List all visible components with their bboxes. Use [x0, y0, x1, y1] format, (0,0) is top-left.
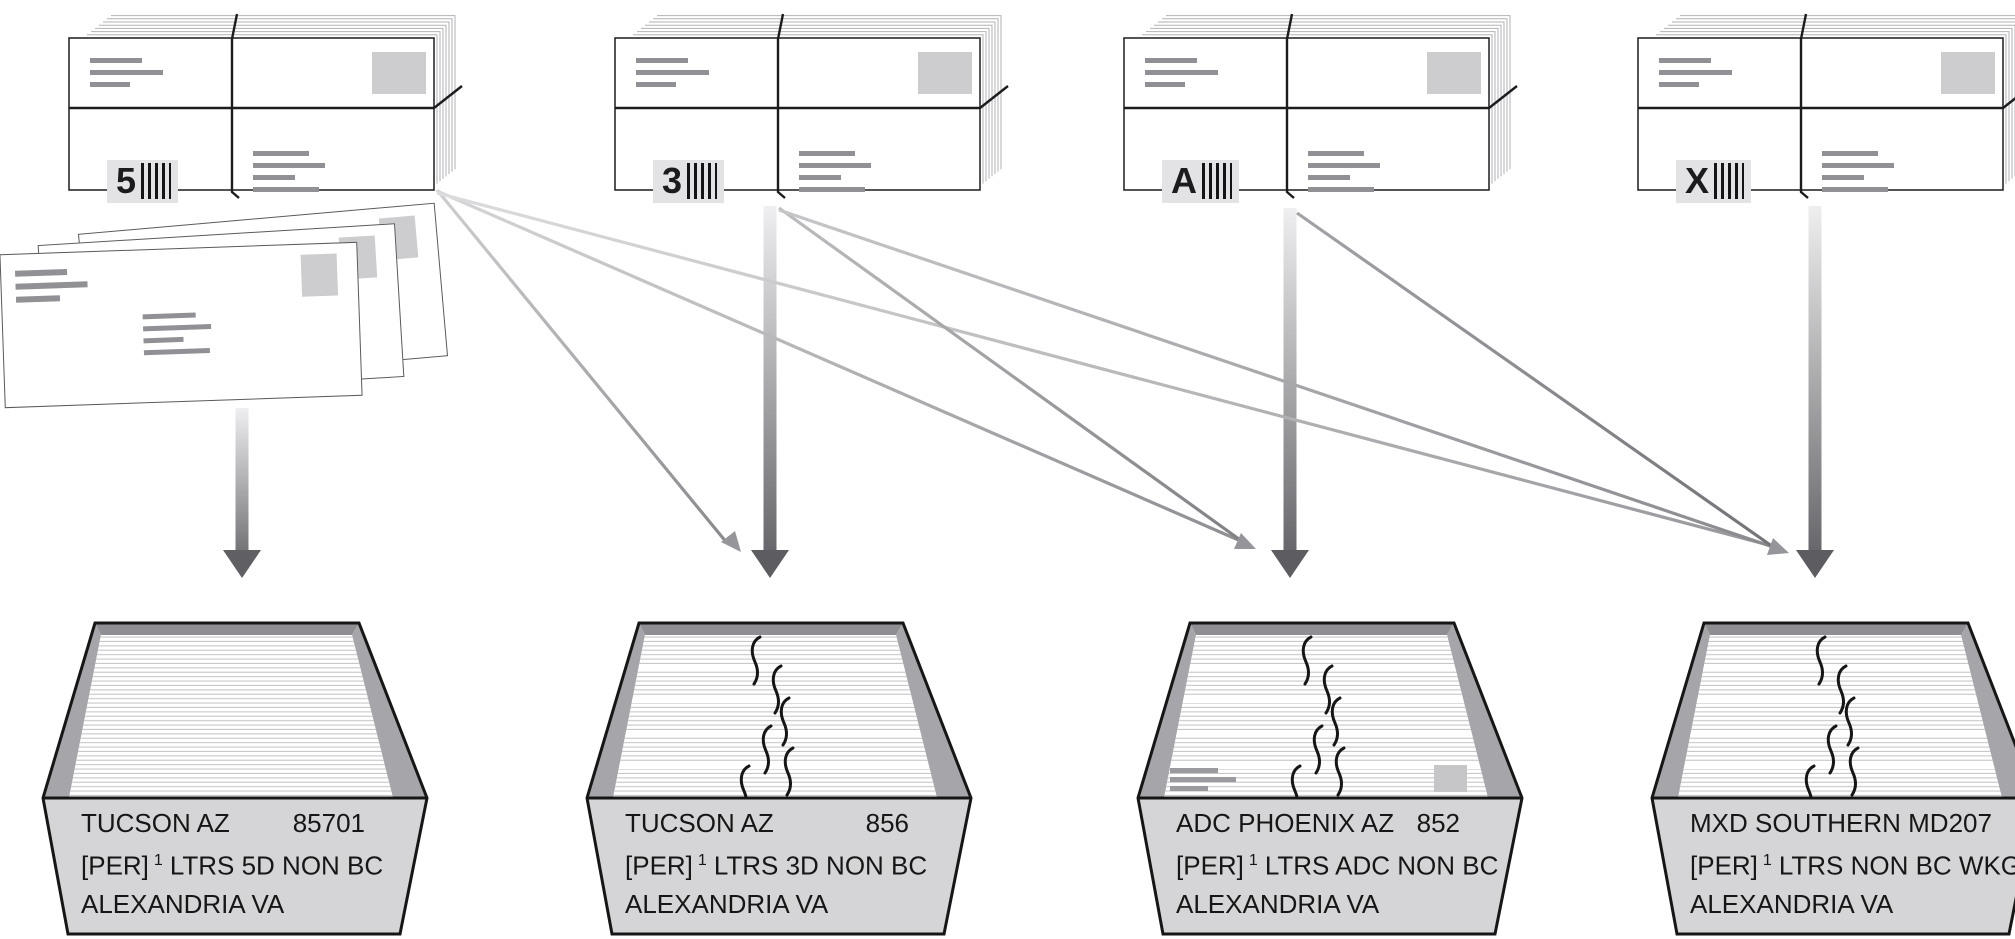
- string-vertical: [1799, 13, 1809, 199]
- tray-front-face: [1652, 798, 2015, 934]
- tray-zip: 85701: [292, 808, 365, 838]
- tray-art: [1136, 621, 1524, 936]
- bundle-strings: [1804, 635, 1860, 815]
- tray-art: [585, 621, 973, 936]
- loose-envelopes: [0, 202, 450, 432]
- tray-label-line1: ADC PHOENIX AZ 852: [1176, 804, 1460, 842]
- tray-destination: MXD SOUTHERN MD: [1690, 808, 1949, 838]
- string-horizontal: [615, 85, 1009, 110]
- line-bundle3-to-tray3: [778, 206, 1244, 544]
- tray-label-line3: ALEXANDRIA VA: [81, 888, 285, 919]
- address-lines: [90, 58, 163, 94]
- arrow-letters-to-tray1: [223, 408, 261, 578]
- bundle-label-char: 5: [116, 160, 137, 201]
- line-bundle5-to-tray4: [436, 191, 1777, 549]
- tray-label-line1: TUCSON AZ 856: [625, 804, 909, 842]
- arrow-bundleadc-to-tray3: [1271, 208, 1309, 578]
- tray-destination: TUCSON AZ: [625, 808, 774, 838]
- string-horizontal: [1638, 97, 2015, 110]
- tray-front-face: [587, 798, 971, 934]
- tray-zip: 207: [1948, 808, 1992, 838]
- barcode-icon: [1202, 163, 1232, 199]
- tray-label-line1: MXD SOUTHERN MD 207: [1690, 804, 1992, 842]
- bundle-label: A: [1162, 160, 1239, 203]
- bundled-letters-stack: [1678, 635, 2002, 798]
- arrow-bundlemixed-to-tray4: [1796, 206, 1834, 578]
- bundle-label-char: 3: [662, 160, 683, 201]
- cross-sort-lines: [435, 188, 1777, 551]
- bundle-strings: [1290, 635, 1346, 815]
- line-bundle3-to-tray4: [778, 208, 1777, 550]
- stamp-icon: [918, 52, 972, 94]
- bundle-label: X: [1676, 160, 1752, 203]
- tray-front-face: [1138, 798, 1522, 934]
- tray-label-line3: ALEXANDRIA VA: [1690, 888, 1894, 919]
- arrow-bundle3digit-to-tray2: [751, 206, 789, 578]
- loose-letters-stack: [69, 635, 393, 798]
- small-arrowhead-tray2: [721, 531, 741, 552]
- address-lines: [1308, 151, 1380, 199]
- small-arrowhead-tray3: [1234, 533, 1256, 549]
- string-vertical: [1285, 13, 1295, 199]
- address-lines: [253, 151, 325, 199]
- string-horizontal: [69, 85, 463, 110]
- bundle-label-char: X: [1685, 160, 1710, 201]
- bundle-3digit: 3: [609, 8, 1039, 208]
- barcode-icon: [141, 163, 172, 199]
- bundled-letters-stack: [613, 635, 937, 798]
- tray-art: [1650, 621, 2015, 936]
- tray-label-line1: TUCSON AZ 85701: [81, 804, 365, 842]
- line-bundleA-to-tray4: [1296, 211, 1777, 551]
- return-address-lines: [15, 268, 88, 309]
- delivery-address-lines: [142, 312, 213, 362]
- tray-art: [41, 621, 429, 936]
- bundle-label: 5: [107, 160, 179, 203]
- line-bundle5-to-tray3: [436, 189, 1244, 544]
- address-lines: [1145, 58, 1218, 94]
- address-lines: [799, 151, 871, 199]
- tray-destination: TUCSON AZ: [81, 808, 230, 838]
- barcode-icon: [687, 163, 718, 199]
- line-bundle5-to-tray2: [435, 188, 729, 545]
- stamp-icon: [300, 253, 339, 297]
- tray-label-line3: ALEXANDRIA VA: [625, 888, 829, 919]
- stamp-icon: [1941, 52, 1995, 94]
- string-vertical: [230, 13, 240, 199]
- address-lines: [1822, 151, 1894, 199]
- stamp-icon: [1434, 765, 1467, 792]
- tray-destination: ADC PHOENIX AZ: [1176, 808, 1395, 838]
- string-vertical: [776, 13, 786, 199]
- visible-letter-markings: [1170, 765, 1467, 792]
- tray-zip: 856: [865, 808, 909, 838]
- bundle-5digit: 5: [63, 8, 493, 208]
- tray-zip: 852: [1416, 808, 1460, 838]
- barcode-icon: [1714, 163, 1745, 199]
- address-lines: [636, 58, 709, 94]
- bundle-adc: A: [1118, 8, 1548, 208]
- bundle-mixed: X: [1632, 8, 2015, 208]
- stamp-icon: [1427, 52, 1481, 94]
- tray-front-face: [43, 798, 427, 934]
- envelope: [0, 241, 363, 409]
- address-lines: [1659, 58, 1732, 94]
- string-horizontal: [1124, 85, 1518, 110]
- bundle-label: 3: [653, 160, 725, 203]
- stamp-icon: [372, 52, 426, 94]
- bundle-label-char: A: [1171, 160, 1197, 201]
- tray-label-line3: ALEXANDRIA VA: [1176, 888, 1380, 919]
- small-arrowhead-tray4: [1767, 538, 1789, 555]
